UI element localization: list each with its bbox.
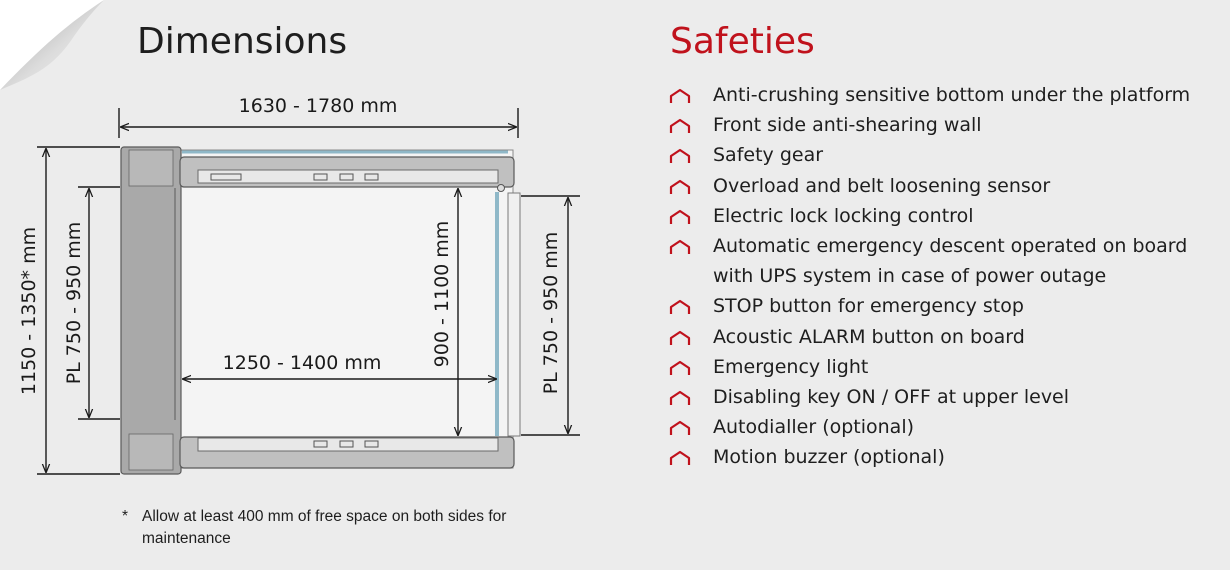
arch-bullet-icon (669, 149, 691, 164)
safety-item-label: Disabling key ON / OFF at upper level (713, 386, 1070, 409)
arch-bullet-icon (669, 360, 691, 375)
maintenance-footnote: * Allow at least 400 mm of free space on… (122, 506, 562, 550)
column-block (120, 146, 182, 475)
dimension-lines (37, 108, 580, 475)
safety-item-label: Front side anti-shearing wall (713, 114, 982, 137)
arch-bullet-icon (669, 179, 691, 194)
footnote-text: Allow at least 400 mm of free space on b… (142, 508, 507, 547)
platform-depth-label: 900 - 1100 mm (431, 221, 453, 368)
safety-item-label: Acoustic ALARM button on board (713, 325, 1025, 348)
safety-item: Emergency light (668, 352, 1228, 382)
safety-item-label: Emergency light (713, 355, 869, 378)
safety-item: Anti-crushing sensitive bottom under the… (668, 80, 1228, 110)
arch-bullet-icon (669, 119, 691, 134)
safety-item-label: Automatic emergency descent operated on … (713, 235, 1188, 288)
lift-plan-view (120, 146, 521, 475)
safety-item: Autodialler (optional) (668, 412, 1228, 442)
safety-item-label: Safety gear (713, 144, 824, 167)
arch-bullet-icon (669, 390, 691, 406)
safety-item: Disabling key ON / OFF at upper level (668, 382, 1228, 412)
safeties-title: Safeties (670, 21, 815, 62)
page-curl-decoration (0, 0, 104, 90)
safety-item-label: Electric lock locking control (713, 204, 974, 227)
platform-width-label: 1250 - 1400 mm (223, 352, 382, 374)
pl-left-label: PL 750 - 950 mm (63, 222, 85, 385)
total-height-label: 1150 - 1350* mm (18, 227, 40, 395)
arch-bullet-icon (669, 451, 691, 466)
safety-item: Acoustic ALARM button on board (668, 322, 1228, 352)
safety-item-label: Anti-crushing sensitive bottom under the… (713, 84, 1191, 106)
arch-bullet-icon (669, 421, 691, 436)
arch-bullet-icon (669, 300, 691, 315)
safety-item: Safety gear (668, 140, 1228, 170)
dimensions-title: Dimensions (137, 21, 348, 62)
safety-item-label: Motion buzzer (optional) (713, 446, 945, 469)
safety-item: Motion buzzer (optional) (668, 442, 1228, 472)
safeties-list: Anti-crushing sensitive bottom under the… (668, 80, 1228, 473)
arch-bullet-icon (669, 88, 691, 103)
arch-bullet-icon (669, 209, 691, 224)
arch-bullet-icon (669, 239, 691, 255)
safety-item: Overload and belt loosening sensor (668, 171, 1228, 201)
safety-item: STOP button for emergency stop (668, 291, 1228, 321)
safety-item: Automatic emergency descent operated on … (668, 231, 1228, 291)
dimensions-diagram: 1630 - 1780 mm 1150 - 1350* mm PL 750 - … (18, 95, 580, 475)
footnote-marker: * (122, 508, 129, 525)
safety-item-label: Autodialler (optional) (713, 416, 915, 439)
total-width-label: 1630 - 1780 mm (239, 95, 398, 117)
safety-item-label: Overload and belt loosening sensor (713, 174, 1051, 197)
safety-item: Electric lock locking control (668, 201, 1228, 231)
safety-item: Front side anti-shearing wall (668, 110, 1228, 140)
safety-item-label: STOP button for emergency stop (713, 295, 1024, 318)
platform-outline (124, 149, 514, 469)
arch-bullet-icon (669, 330, 691, 345)
right-gate (507, 192, 521, 437)
pl-right-label: PL 750 - 950 mm (540, 232, 562, 395)
